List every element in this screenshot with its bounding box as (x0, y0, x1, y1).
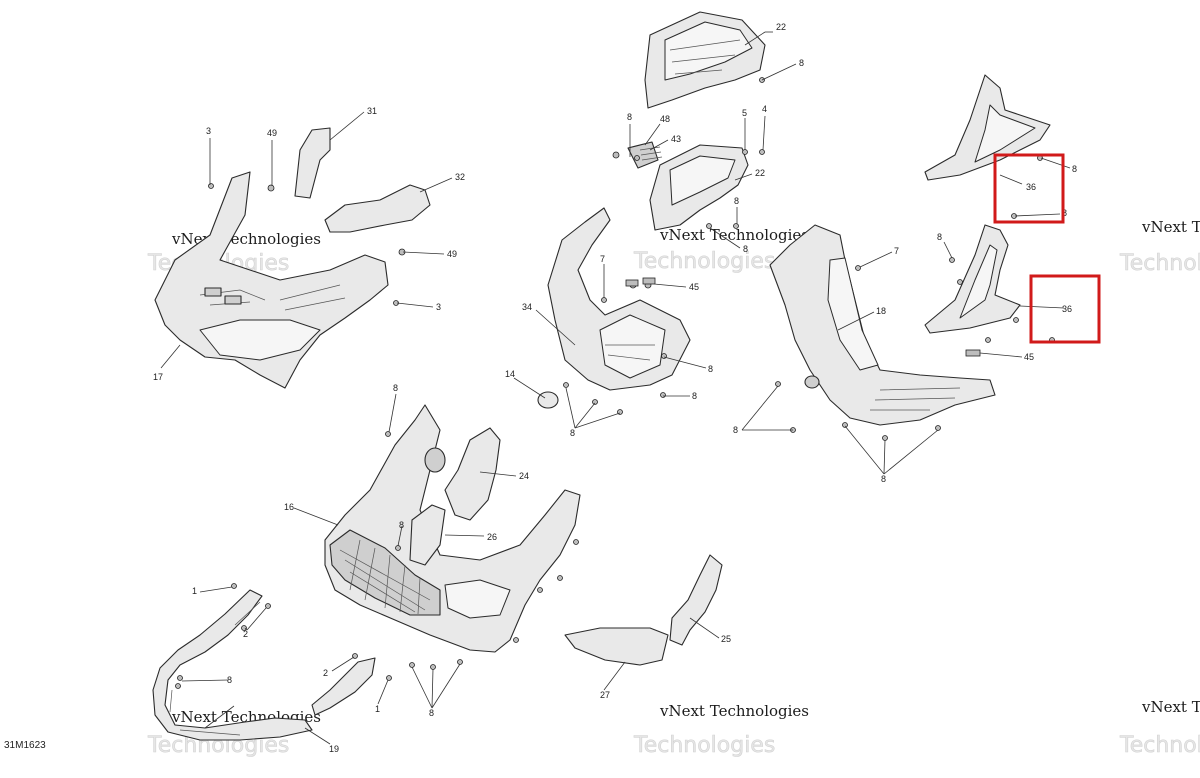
middle-side-panel (649, 144, 749, 231)
callout-label: 8 (743, 244, 748, 254)
latch-assembly (612, 141, 663, 169)
watermark-group: Technologies vNext Technologies Technolo… (147, 218, 1200, 758)
callout-label: 36 (1026, 182, 1036, 192)
duct-part-32 (324, 184, 431, 233)
callout-label: 22 (755, 168, 765, 178)
callout-label: 45 (1024, 352, 1034, 362)
callout-label: 8 (627, 112, 632, 122)
callout-label: 24 (519, 471, 529, 481)
fasteners (175, 77, 1055, 689)
callout-label: 22 (776, 22, 786, 32)
callout-label: 2 (243, 629, 248, 639)
callout-label: 8 (393, 383, 398, 393)
callout-label: 25 (721, 634, 731, 644)
watermark-text: vNext Technologies (171, 230, 321, 248)
callout-label: 4 (762, 104, 767, 114)
callout-label: 8 (799, 58, 804, 68)
callout-label: 16 (284, 502, 294, 512)
callout-label: 31 (367, 106, 377, 116)
watermark-text: vNext Technologies (1141, 218, 1200, 236)
callout-label: 32 (455, 172, 465, 182)
callout-label: 7 (894, 246, 899, 256)
watermark-text: Technologies (1119, 251, 1200, 276)
callout-label: 8 (570, 428, 575, 438)
callout-label: 14 (505, 369, 515, 379)
callout-label: 3 (436, 302, 441, 312)
callout-label: 36 (1062, 304, 1072, 314)
bumper-bar-19 (152, 589, 313, 741)
upper-side-panel (644, 11, 766, 109)
center-bracket-34 (547, 207, 691, 391)
callout-label: 8 (733, 425, 738, 435)
watermark-text: vNext Technologies (659, 702, 809, 720)
panel-26 (409, 504, 446, 566)
callout-label: 8 (708, 364, 713, 374)
trim-25 (669, 554, 723, 646)
highlight-box (993, 153, 1065, 224)
callout-label: 49 (267, 128, 277, 138)
callout-label: 8 (1072, 164, 1077, 174)
panel-24 (444, 427, 501, 521)
right-main-panel-18 (769, 224, 996, 426)
watermark-text: vNext Technologies (1141, 698, 1200, 716)
bracket-2 (311, 657, 376, 716)
highlight-boxes (993, 153, 1101, 344)
callout-label: 2 (323, 668, 328, 678)
callout-label: 27 (600, 690, 610, 700)
highlight-box (1029, 274, 1101, 344)
watermark-text: Technologies (633, 249, 775, 274)
duct-part-31 (294, 127, 331, 199)
callout-label: 17 (153, 372, 163, 382)
callout-label: 34 (522, 302, 532, 312)
watermark-text: Technologies (1119, 733, 1200, 758)
callout-label: 8 (937, 232, 942, 242)
front-grille-16 (324, 404, 581, 653)
upper-right-trim-36 (924, 74, 1051, 181)
watermark-text: Technologies (633, 733, 775, 758)
callout-label: 1 (192, 586, 197, 596)
callout-label: 5 (742, 108, 747, 118)
callout-label: 7 (600, 254, 605, 264)
callout-label: 19 (329, 744, 339, 754)
lower-right-trim-36 (924, 224, 1021, 334)
callout-label: 48 (660, 114, 670, 124)
callout-label: 8 (734, 196, 739, 206)
callout-label: 8 (429, 708, 434, 718)
callout-label: 3 (206, 126, 211, 136)
diagram-code: 31M1623 (4, 740, 46, 751)
callout-label: 49 (447, 249, 457, 259)
callout-label: 18 (876, 306, 886, 316)
callout-label: 45 (689, 282, 699, 292)
callout-label: 8 (1062, 208, 1067, 218)
callout-label: 26 (487, 532, 497, 542)
cap-14 (537, 391, 559, 409)
callout-label: 1 (375, 704, 380, 714)
watermark-text: vNext Technologies (659, 226, 809, 244)
callout-label: 8 (881, 474, 886, 484)
front-fascia-17 (154, 171, 389, 389)
panel-27 (564, 627, 669, 666)
callout-label: 8 (399, 520, 404, 530)
callout-label: 43 (671, 134, 681, 144)
callout-label: 8 (692, 391, 697, 401)
leader-lines (160, 31, 1071, 745)
callout-label: 8 (227, 675, 232, 685)
callout-labels: 22 8 31 3 49 32 49 3 17 8 48 43 5 4 22 8… (153, 22, 1077, 754)
